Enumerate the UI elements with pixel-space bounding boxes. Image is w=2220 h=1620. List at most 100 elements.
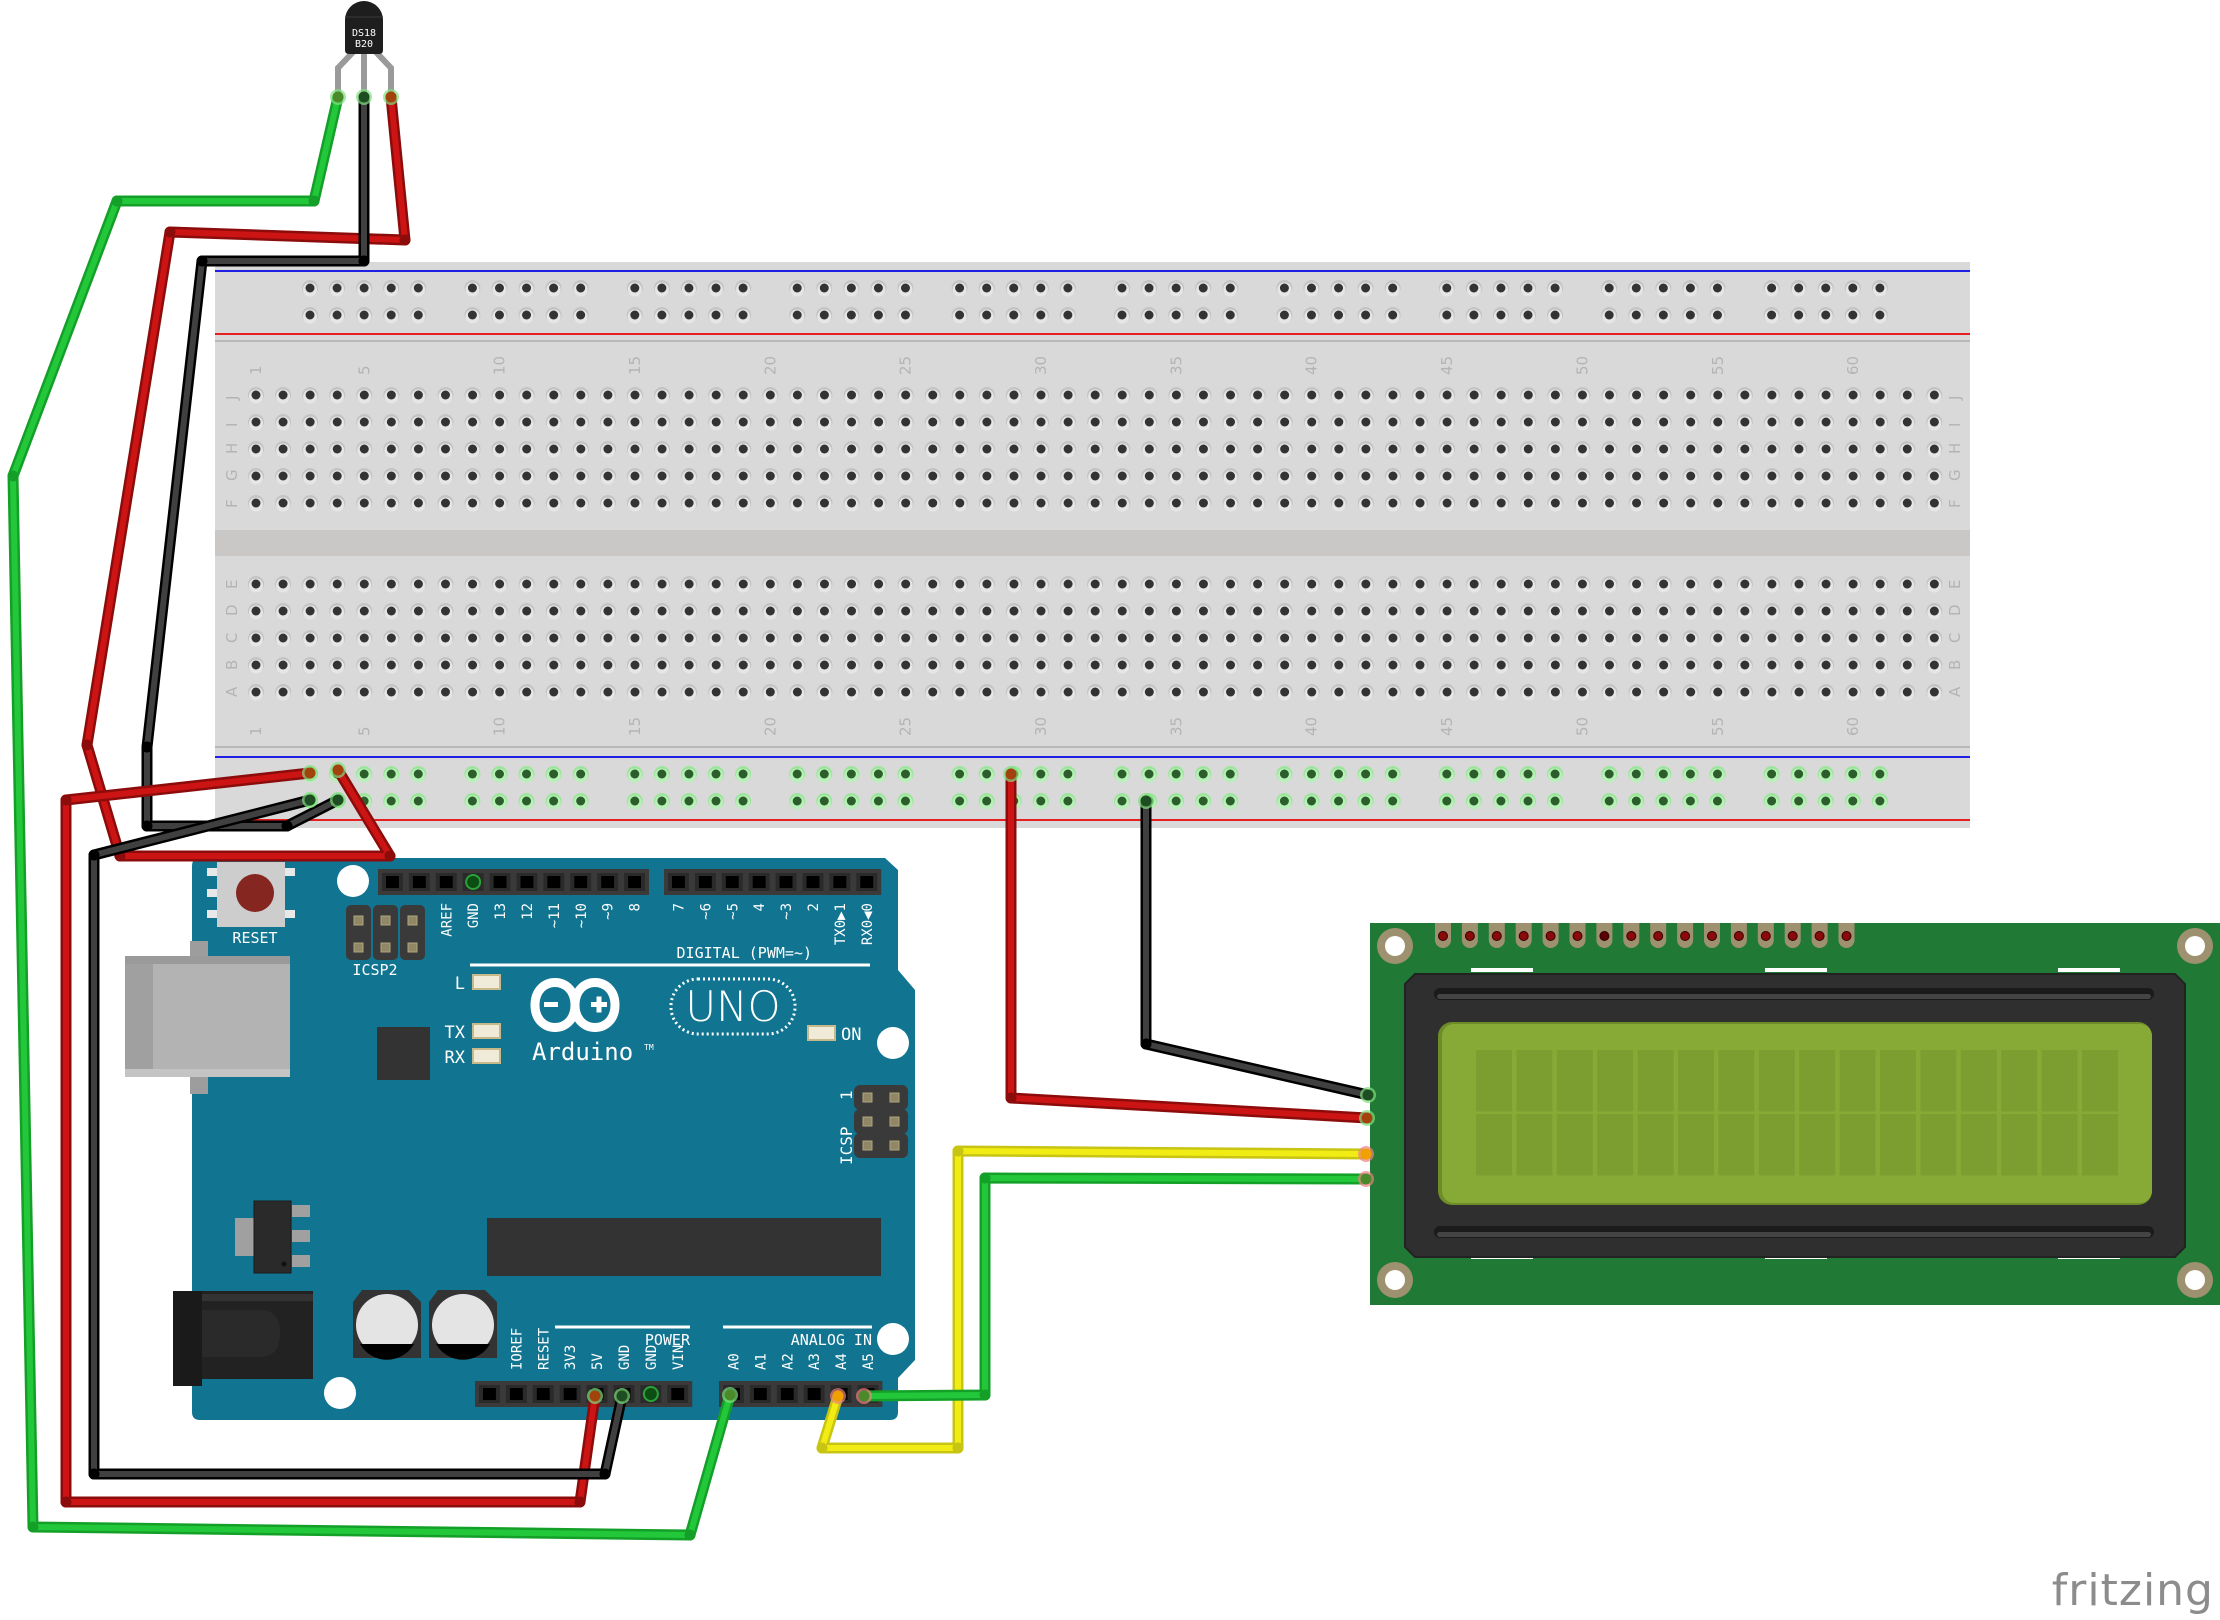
breadboard-hole[interactable] (1709, 414, 1726, 431)
breadboard-hole[interactable] (843, 630, 860, 647)
header-pin[interactable] (543, 873, 565, 891)
breadboard-hole[interactable] (572, 793, 589, 810)
header-pin[interactable] (856, 873, 878, 891)
breadboard-hole[interactable] (654, 414, 671, 431)
breadboard-hole[interactable] (897, 603, 914, 620)
breadboard-hole[interactable] (1384, 576, 1401, 593)
breadboard-hole[interactable] (1168, 495, 1185, 512)
breadboard-hole[interactable] (1357, 387, 1374, 404)
breadboard-hole[interactable] (1926, 657, 1943, 674)
breadboard-hole[interactable] (356, 307, 373, 324)
breadboard-hole[interactable] (1899, 441, 1916, 458)
breadboard-hole[interactable] (1249, 657, 1266, 674)
wire-bendpoint[interactable] (164, 226, 176, 238)
breadboard-hole[interactable] (1574, 414, 1591, 431)
breadboard-hole[interactable] (1790, 684, 1807, 701)
wire-sensor-gnd[interactable] (141, 89, 373, 832)
breadboard-hole[interactable] (1168, 280, 1185, 297)
breadboard-hole[interactable] (1763, 280, 1780, 297)
breadboard-hole[interactable] (329, 684, 346, 701)
breadboard-hole[interactable] (735, 468, 752, 485)
breadboard-hole[interactable] (1033, 468, 1050, 485)
breadboard-hole[interactable] (1439, 657, 1456, 674)
breadboard-hole[interactable] (1763, 387, 1780, 404)
breadboard-hole[interactable] (1168, 387, 1185, 404)
breadboard-hole[interactable] (978, 468, 995, 485)
breadboard-hole[interactable] (1087, 414, 1104, 431)
breadboard-hole[interactable] (1466, 414, 1483, 431)
breadboard-hole[interactable] (248, 630, 264, 647)
breadboard-hole[interactable] (383, 793, 400, 810)
breadboard-hole[interactable] (1032, 307, 1049, 324)
breadboard-hole[interactable] (1060, 657, 1077, 674)
lcd-pin[interactable] (1461, 923, 1478, 948)
breadboard-hole[interactable] (1195, 468, 1212, 485)
icsp-pin[interactable] (862, 1140, 873, 1151)
breadboard-hole[interactable] (545, 684, 562, 701)
breadboard-hole[interactable] (1844, 307, 1861, 324)
wire-bendpoint[interactable] (27, 1521, 39, 1533)
breadboard-hole[interactable] (1709, 307, 1726, 324)
breadboard-hole[interactable] (464, 280, 481, 297)
breadboard-hole[interactable] (1655, 630, 1672, 647)
breadboard-hole[interactable] (1817, 766, 1834, 783)
breadboard-hole[interactable] (275, 495, 292, 512)
header-pin[interactable] (694, 873, 716, 891)
breadboard-hole[interactable] (1060, 414, 1077, 431)
breadboard-hole[interactable] (1168, 414, 1185, 431)
breadboard-hole[interactable] (735, 657, 752, 674)
breadboard-hole[interactable] (1682, 414, 1699, 431)
breadboard-hole[interactable] (951, 630, 968, 647)
breadboard-hole[interactable] (356, 766, 373, 783)
wire-lcd-vcc[interactable] (1003, 766, 1375, 1126)
breadboard-hole[interactable] (302, 280, 318, 297)
breadboard-hole[interactable] (1872, 603, 1889, 620)
breadboard-hole[interactable] (897, 576, 914, 593)
breadboard-hole[interactable] (1790, 387, 1807, 404)
breadboard-hole[interactable] (1926, 468, 1943, 485)
breadboard-hole[interactable] (1818, 468, 1835, 485)
breadboard-hole[interactable] (1276, 684, 1293, 701)
header-pin[interactable] (479, 1385, 500, 1403)
breadboard-hole[interactable] (518, 280, 535, 297)
breadboard-hole[interactable] (1276, 307, 1293, 324)
breadboard-hole[interactable] (1384, 603, 1401, 620)
breadboard-hole[interactable] (789, 603, 806, 620)
wire-endpoint[interactable] (589, 1390, 601, 1402)
breadboard-hole[interactable] (410, 576, 427, 593)
breadboard-hole[interactable] (1330, 280, 1347, 297)
lcd-pin[interactable] (1730, 923, 1747, 948)
breadboard-hole[interactable] (302, 630, 319, 647)
breadboard-hole[interactable] (870, 657, 887, 674)
breadboard-hole[interactable] (1195, 307, 1212, 324)
breadboard-hole[interactable] (1493, 576, 1510, 593)
breadboard-hole[interactable] (1493, 630, 1510, 647)
breadboard-hole[interactable] (1601, 630, 1618, 647)
breadboard-hole[interactable] (708, 793, 725, 810)
breadboard-hole[interactable] (1412, 576, 1429, 593)
breadboard-hole[interactable] (653, 766, 670, 783)
breadboard-hole[interactable] (870, 307, 887, 324)
breadboard-hole[interactable] (1439, 630, 1456, 647)
breadboard-hole[interactable] (1818, 684, 1835, 701)
breadboard-hole[interactable] (1466, 441, 1483, 458)
breadboard-hole[interactable] (518, 793, 535, 810)
breadboard-hole[interactable] (1601, 793, 1618, 810)
breadboard-hole[interactable] (1520, 603, 1537, 620)
breadboard-hole[interactable] (545, 576, 562, 593)
breadboard-hole[interactable] (735, 441, 752, 458)
breadboard-hole[interactable] (491, 280, 508, 297)
breadboard-hole[interactable] (437, 657, 454, 674)
header-pin[interactable] (559, 1385, 581, 1403)
breadboard-hole[interactable] (1845, 441, 1862, 458)
breadboard-hole[interactable] (356, 657, 373, 674)
breadboard-hole[interactable] (978, 793, 995, 810)
breadboard-hole[interactable] (843, 657, 860, 674)
breadboard-hole[interactable] (572, 576, 589, 593)
breadboard-hole[interactable] (843, 766, 860, 783)
breadboard-hole[interactable] (1033, 441, 1050, 458)
breadboard-hole[interactable] (1168, 603, 1185, 620)
breadboard-hole[interactable] (1736, 468, 1753, 485)
breadboard-hole[interactable] (978, 307, 995, 324)
breadboard-hole[interactable] (1005, 441, 1022, 458)
